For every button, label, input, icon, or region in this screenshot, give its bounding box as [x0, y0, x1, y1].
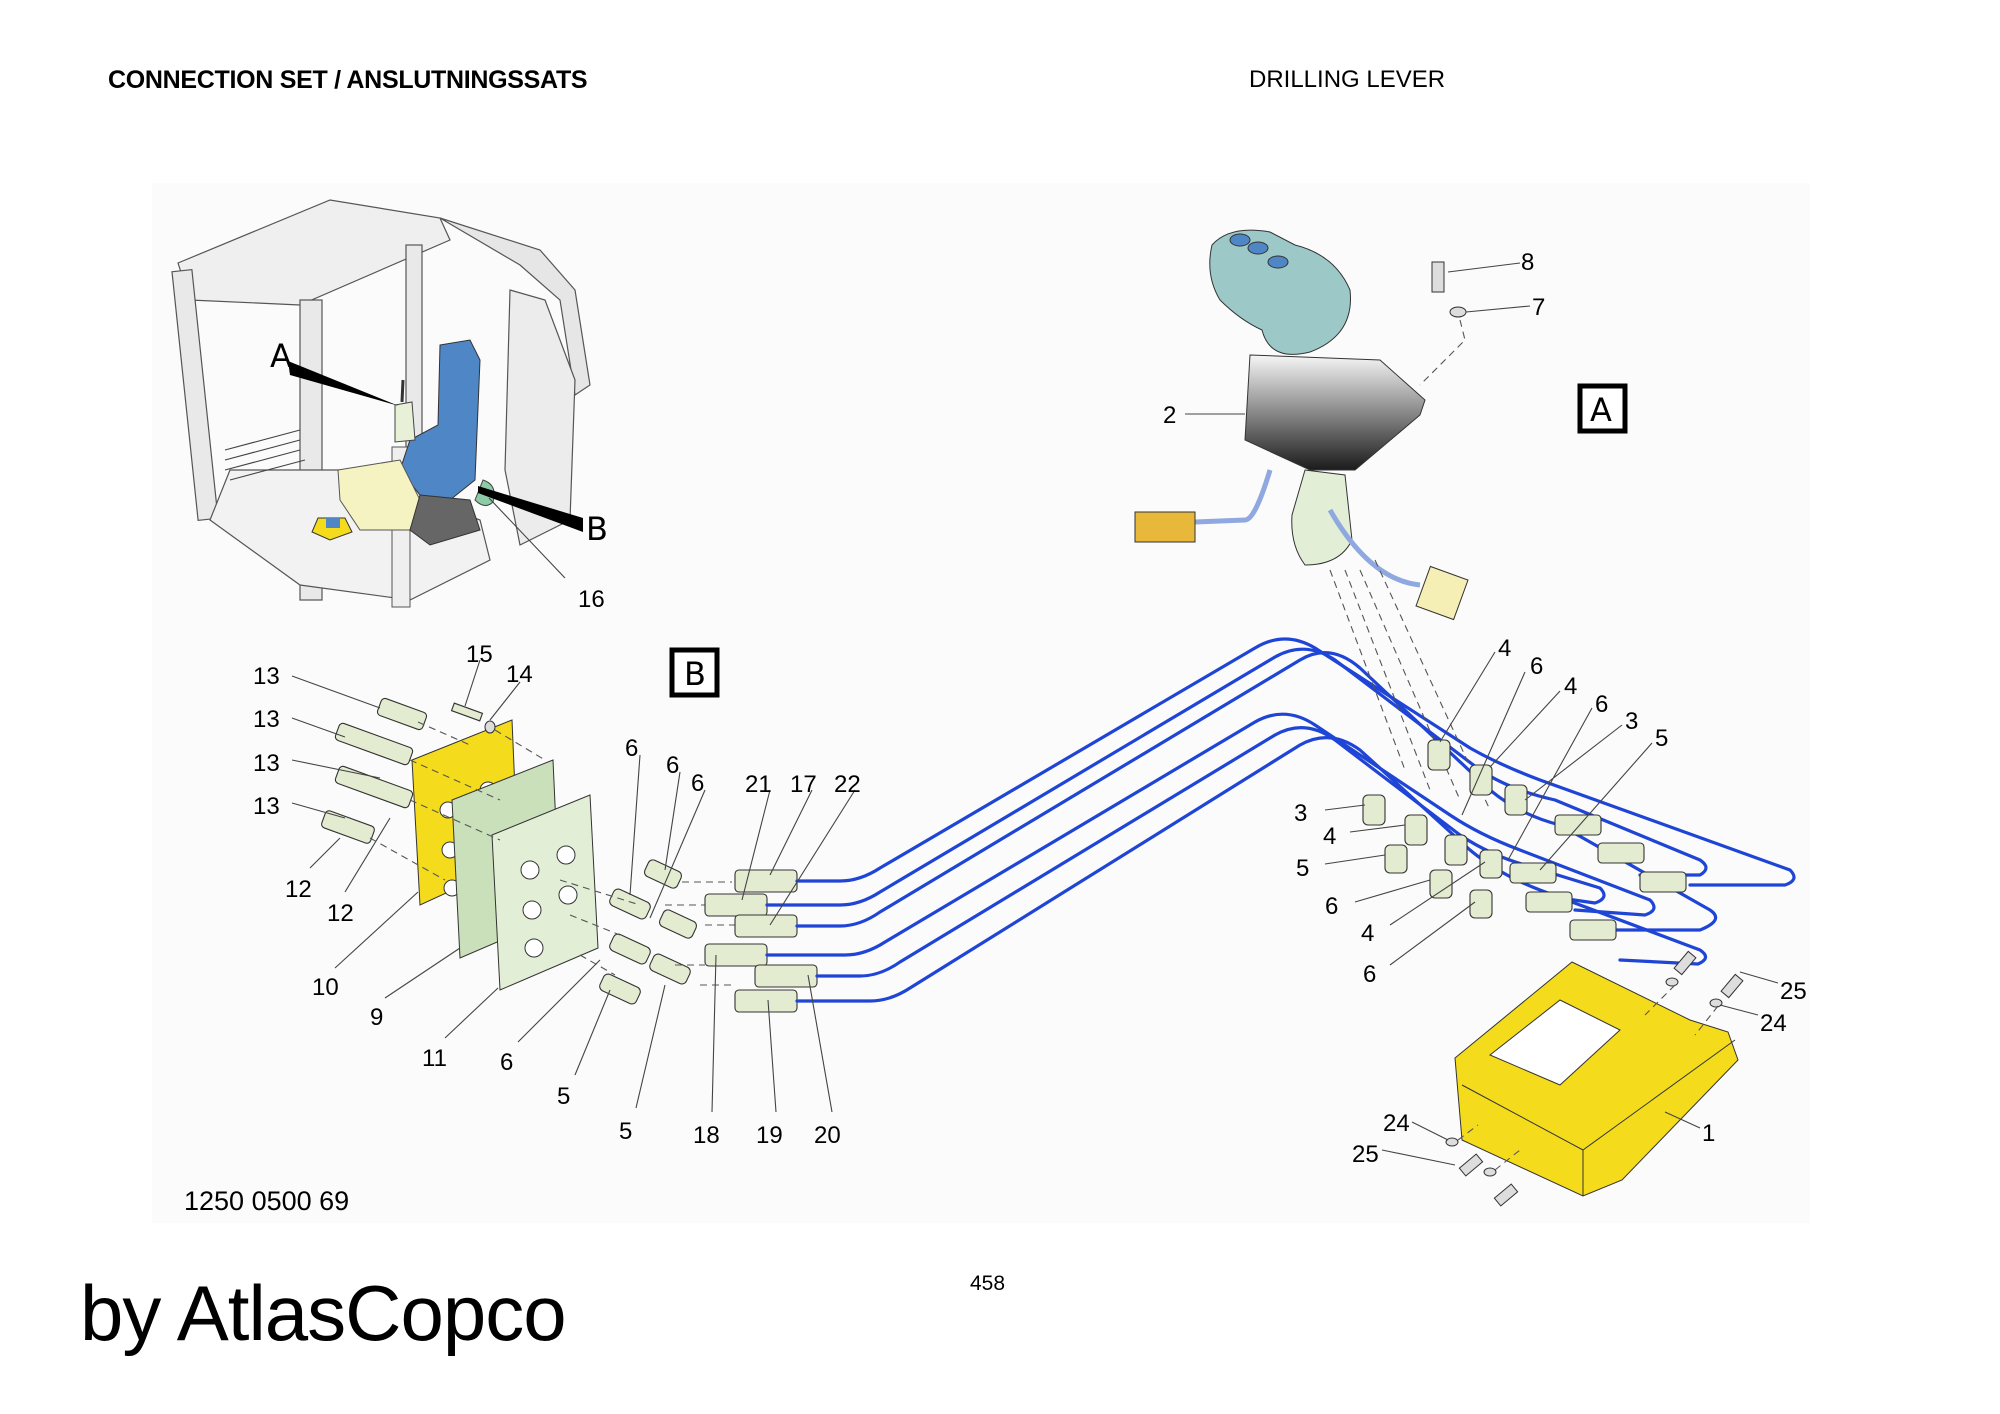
- part-label-upper-3: 3: [1625, 708, 1638, 735]
- bulkhead-unions-part-13: [321, 697, 428, 844]
- part-label-20: 20: [814, 1122, 841, 1149]
- part-label-13: 13: [253, 663, 280, 690]
- overview-pointer-a-label: A: [270, 337, 292, 375]
- svg-text:B: B: [684, 655, 706, 693]
- page-number: 458: [970, 1272, 1006, 1295]
- part-label-lower-4: 4: [1323, 823, 1336, 850]
- part-label-2: 2: [1163, 402, 1176, 429]
- pipe-6: [795, 735, 1708, 1003]
- part-label-1: 1: [1702, 1120, 1715, 1147]
- leader-lines: [291, 262, 1779, 1166]
- part-label-22: 22: [834, 771, 861, 798]
- part-label-upper-5: 5: [1655, 725, 1668, 752]
- screw-and-washer: [450, 702, 496, 734]
- document-number: 1250 0500 69: [184, 1186, 350, 1216]
- part-label-6: 6: [625, 735, 638, 762]
- pointer-a-arrow: [288, 361, 399, 406]
- part-label-upper-4: 4: [1564, 673, 1577, 700]
- yellow-guard-cover: [1454, 961, 1739, 1197]
- part-label-18: 18: [693, 1122, 720, 1149]
- part-label-13: 13: [253, 706, 280, 733]
- part-label-17: 17: [790, 771, 817, 798]
- hydraulic-pilot-lines: [765, 637, 1796, 1003]
- hose-end-fittings: [704, 869, 818, 1013]
- overview-pointer-b-label: B: [586, 510, 608, 548]
- exploded-parts-diagram: A B 16 B: [152, 183, 1810, 1223]
- part-label-lower-3: 3: [1294, 800, 1307, 827]
- part-label-9: 9: [370, 1004, 383, 1031]
- part-label-13: 13: [253, 750, 280, 777]
- page-title: CONNECTION SET / ANSLUTNINGSSATS: [108, 66, 588, 94]
- part-label-6: 6: [666, 752, 679, 779]
- part-label-8: 8: [1521, 249, 1534, 276]
- elbow-fittings: [599, 859, 698, 1005]
- part-label-upper-6: 6: [1595, 691, 1608, 718]
- part-label-lower-6: 6: [1325, 893, 1338, 920]
- part-label-6: 6: [500, 1049, 513, 1076]
- part-label-12: 12: [327, 900, 354, 927]
- diagram-canvas: A B 16 B: [171, 199, 1807, 1207]
- part-label-10: 10: [312, 974, 339, 1001]
- part-label-13: 13: [253, 793, 280, 820]
- part-label-25: 25: [1352, 1141, 1379, 1168]
- cab-overview-illustration: [171, 199, 591, 608]
- drilling-lever-joystick: [1134, 229, 1469, 621]
- green-plate: [491, 794, 599, 991]
- drilling-lever-small-icon: [394, 401, 416, 443]
- part-label-14: 14: [506, 661, 533, 688]
- bolts-and-washers: [1445, 950, 1744, 1207]
- callout-box-b: B: [669, 647, 720, 698]
- part-label-12: 12: [285, 876, 312, 903]
- part-label-11: 11: [422, 1045, 447, 1072]
- part-label-5: 5: [557, 1083, 570, 1110]
- part-label-7: 7: [1532, 294, 1545, 321]
- part-label-lower-5: 5: [1296, 855, 1309, 882]
- part-label-24: 24: [1760, 1010, 1787, 1037]
- part-label-21: 21: [745, 771, 772, 798]
- screw-and-washer-a: [1431, 261, 1467, 318]
- part-label-lower-4: 4: [1361, 920, 1374, 947]
- part-labels: 8 7 2 4 6 4 6 3 5 3 4 5 6 4 6 25 24 1 24…: [253, 249, 1807, 1168]
- part-label-lower-6: 6: [1363, 961, 1376, 988]
- part-label-19: 19: [756, 1122, 783, 1149]
- joystick-handle-icon: [1209, 229, 1351, 355]
- connector-left-icon: [1134, 511, 1196, 543]
- pipe-5: [815, 725, 1606, 978]
- part-label-upper-4: 4: [1498, 635, 1511, 662]
- lever-fittings-cluster: [1362, 739, 1687, 941]
- floor-grille-icon: [224, 429, 306, 481]
- part-label-25: 25: [1780, 978, 1807, 1005]
- pipe-4: [765, 712, 1656, 957]
- section-title: DRILLING LEVER: [1249, 66, 1446, 93]
- pointer-b-arrow: [478, 486, 583, 532]
- part-label-6: 6: [691, 770, 704, 797]
- part-label-15: 15: [466, 641, 493, 668]
- brand-watermark: by AtlasCopco: [80, 1269, 567, 1357]
- bulkhead-plates: [411, 719, 599, 991]
- part-label-5: 5: [619, 1118, 632, 1145]
- part-label-16: 16: [578, 586, 605, 613]
- connector-right-icon: [1415, 565, 1469, 621]
- svg-text:A: A: [1590, 391, 1612, 429]
- callout-box-a: A: [1577, 383, 1628, 434]
- part-label-upper-6: 6: [1530, 653, 1543, 680]
- pipe-3: [795, 651, 1718, 932]
- part-label-24: 24: [1383, 1110, 1410, 1137]
